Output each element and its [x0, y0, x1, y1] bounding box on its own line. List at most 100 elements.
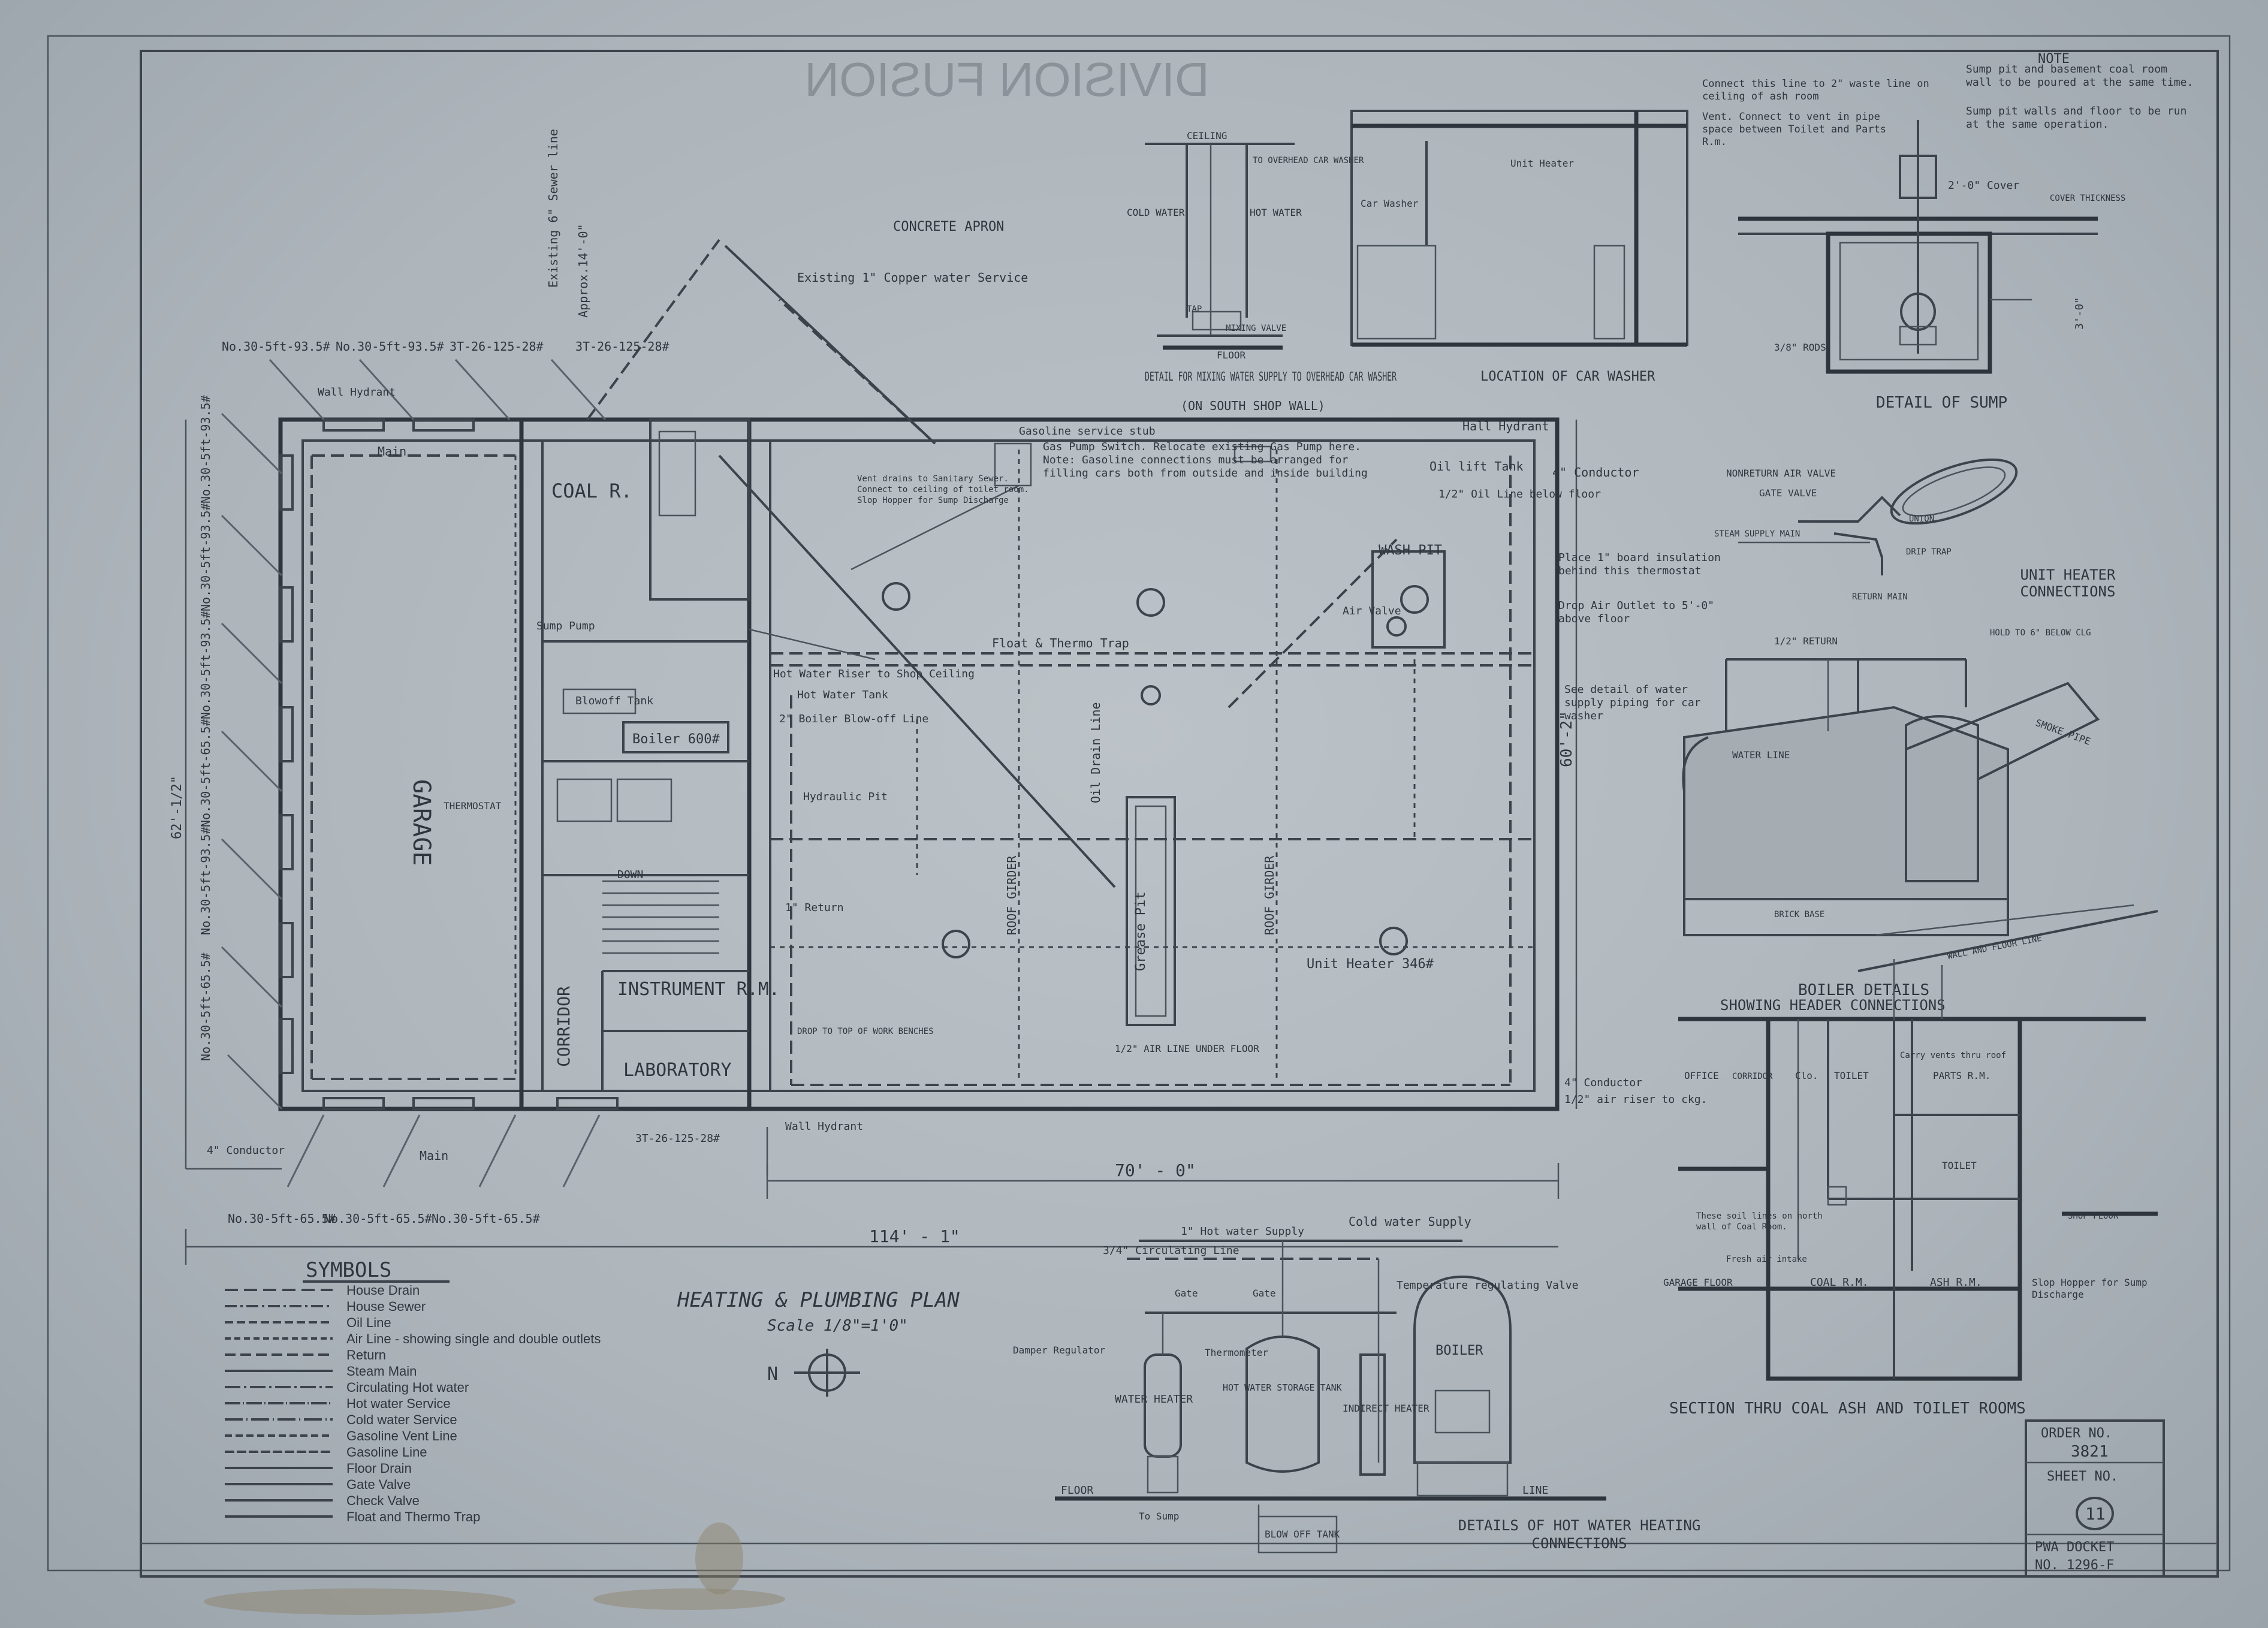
hw-thermometer: Thermometer: [1205, 1347, 1268, 1358]
note-wall-hydrant: Wall Hydrant: [785, 1120, 863, 1133]
hw-hot-supply: 1" Hot water Supply: [1181, 1225, 1304, 1238]
hw-water-heater: WATER HEATER: [1115, 1393, 1193, 1406]
mix-to-washer: TO OVERHEAD CAR WASHER: [1253, 156, 1364, 165]
sec-title: SECTION THRU COAL ASH AND TOILET ROOMS: [1669, 1400, 2026, 1418]
legend-label: House Drain: [346, 1283, 420, 1298]
docket-no: NO. 1296-F: [2035, 1558, 2114, 1573]
mix-subtitle: (ON SOUTH SHOP WALL): [1181, 399, 1325, 413]
hw-line: LINE: [1522, 1484, 1548, 1497]
dim-70: 70' - 0": [1115, 1160, 1196, 1180]
note-see-detail: See detail of water supply piping for ca…: [1564, 683, 1701, 722]
mix-floor: FLOOR: [1217, 349, 1246, 361]
note-return: 1" Return: [785, 902, 844, 914]
hw-cold-supply: Cold water Supply: [1349, 1214, 1471, 1229]
boiler-title: BOILER DETAILS: [1798, 981, 1929, 999]
paper-stain: [204, 1523, 785, 1615]
boiler-water-line: WATER LINE: [1732, 749, 1790, 761]
sec-coal: COAL R.M.: [1810, 1276, 1869, 1289]
hw-sump: To Sump: [1139, 1511, 1179, 1522]
plan-title: HEATING & PLUMBING PLAN: [677, 1288, 960, 1312]
note-hydraulic-pit: Hydraulic Pit: [803, 791, 888, 803]
detail-car-washer: Unit Heater Car Washer LOCATION OF CAR W…: [1350, 110, 1688, 384]
rad-top-1: No.30-5ft-93.5#: [222, 339, 330, 354]
rad-left-3: No.30-5ft-93.5#: [198, 611, 213, 719]
rad-bottom-3: No.30-5ft-65.5#: [432, 1211, 540, 1226]
sump-cover: 2'-0" Cover: [1948, 179, 2019, 192]
main-floor-plan: [185, 239, 1578, 1265]
note-gas-pump: Gas Pump Switch. Relocate existing Gas P…: [1043, 441, 1368, 480]
rad-left-5: No.30-5ft-93.5#: [198, 827, 213, 935]
legend-label: Float and Thermo Trap: [346, 1509, 480, 1524]
legend-label: Return: [346, 1347, 386, 1362]
sec-toilet: TOILET: [1834, 1070, 1869, 1081]
note-air-line-under: 1/2" AIR LINE UNDER FLOOR: [1115, 1043, 1259, 1054]
north-label: N: [767, 1364, 778, 1385]
mix-cold: COLD WATER: [1127, 207, 1185, 218]
sec-garage-floor: GARAGE FLOOR: [1663, 1277, 1733, 1288]
note-board-insulation: Place 1" board insulation behind this th…: [1558, 551, 1721, 577]
hw-boiler: BOILER: [1435, 1343, 1483, 1358]
sheet-label: SHEET NO.: [2047, 1469, 2118, 1484]
dim-60: 60'-2": [1558, 711, 1576, 767]
rad-left-4: No.30-5ft-65.5#: [198, 719, 213, 827]
sec-ash: ASH R.M.: [1930, 1276, 1982, 1289]
sump-cover-thick: COVER THICKNESS: [2050, 194, 2125, 203]
uh-union: UNION: [1909, 514, 1934, 524]
uh-return-main: RETURN MAIN: [1852, 592, 1908, 602]
legend-label: Air Line - showing single and double out…: [346, 1331, 601, 1346]
sec-toilet2: TOILET: [1942, 1160, 1977, 1171]
room-garage: GARAGE: [408, 779, 435, 866]
sump-note-2: Sump pit walls and floor to be run at th…: [1966, 105, 2187, 131]
legend-title: SYMBOLS: [306, 1258, 391, 1282]
legend-label: Gasoline Vent Line: [346, 1428, 457, 1443]
rad-top-3: 3T-26-125-28#: [450, 339, 544, 354]
order-no: 3821: [2071, 1443, 2109, 1461]
rad-bottom-1: No.30-5ft-65.5#: [228, 1211, 336, 1226]
rad-bottom-4: 3T-26-125-28#: [635, 1132, 720, 1145]
note-blowoff-tank: Blowoff Tank: [575, 695, 653, 707]
hw-gate2: Gate: [1253, 1288, 1276, 1299]
detail-mixing-water: CEILING TO OVERHEAD CAR WASHER COLD WATE…: [1127, 130, 1397, 413]
main-plan-labels: GARAGE COAL R. INSTRUMENT R.M. CORRIDOR …: [170, 129, 1721, 1397]
sec-shop-floor: SHOP FLOOR: [2068, 1211, 2119, 1221]
note-conductor: 4" Conductor: [1552, 465, 1639, 480]
note-main-bottom: Main: [420, 1148, 448, 1163]
boiler-smoke: SMOKE PIPE: [2034, 717, 2092, 747]
car-title: LOCATION OF CAR WASHER: [1480, 369, 1655, 384]
note-drop-to-top: DROP TO TOP OF WORK BENCHES: [797, 1027, 934, 1036]
boiler-brick: BRICK BASE: [1774, 910, 1824, 919]
note-conductor-left: 4" Conductor: [207, 1144, 285, 1157]
note-boiler: Boiler 600#: [632, 732, 720, 747]
note-float-thermo: Float & Thermo Trap: [992, 636, 1129, 650]
sump-dim: 3'-0": [2073, 297, 2086, 330]
note-oil-drain: Oil Drain Line: [1088, 702, 1103, 803]
legend-label: Check Valve: [346, 1493, 420, 1508]
dim-approx: Approx.14'-0": [576, 224, 590, 318]
hw-gate: Gate: [1175, 1288, 1198, 1299]
legend-label: Hot water Service: [346, 1396, 451, 1411]
boiler-return: 1/2" RETURN: [1774, 635, 1838, 647]
mix-ceiling: CEILING: [1187, 130, 1227, 141]
outer-border: [47, 35, 2231, 1572]
room-wash-pit: WASH PIT: [1379, 543, 1442, 558]
sec-slop: Slop Hopper for Sump Discharge: [2032, 1277, 2148, 1300]
legend-label: Gasoline Line: [346, 1445, 427, 1460]
room-laboratory: LABORATORY: [623, 1060, 732, 1081]
note-thermostat: THERMOSTAT: [444, 800, 502, 812]
hw-storage: HOT WATER STORAGE TANK: [1223, 1382, 1342, 1393]
boiler-subtitle: SHOWING HEADER CONNECTIONS: [1720, 997, 1946, 1014]
rad-left-6: No.30-5ft-65.5#: [198, 952, 213, 1061]
boiler-hold: HOLD TO 6" BELOW CLG: [1990, 628, 2091, 638]
legend-label: Oil Line: [346, 1315, 391, 1330]
note-oil-line: 1/2" Oil Line below floor: [1438, 488, 1601, 501]
sump-note-1: Sump pit and basement coal room wall to …: [1966, 63, 2194, 89]
sec-office: OFFICE: [1684, 1070, 1719, 1081]
hw-circulating: 3/4" Circulating Line: [1103, 1244, 1239, 1257]
sec-parts: PARTS R.M.: [1933, 1070, 1990, 1081]
stair-down: DOWN: [617, 869, 643, 881]
rad-left-2: No.30-5ft-93.5#: [198, 503, 213, 611]
sheet-no: 11: [2085, 1504, 2106, 1524]
